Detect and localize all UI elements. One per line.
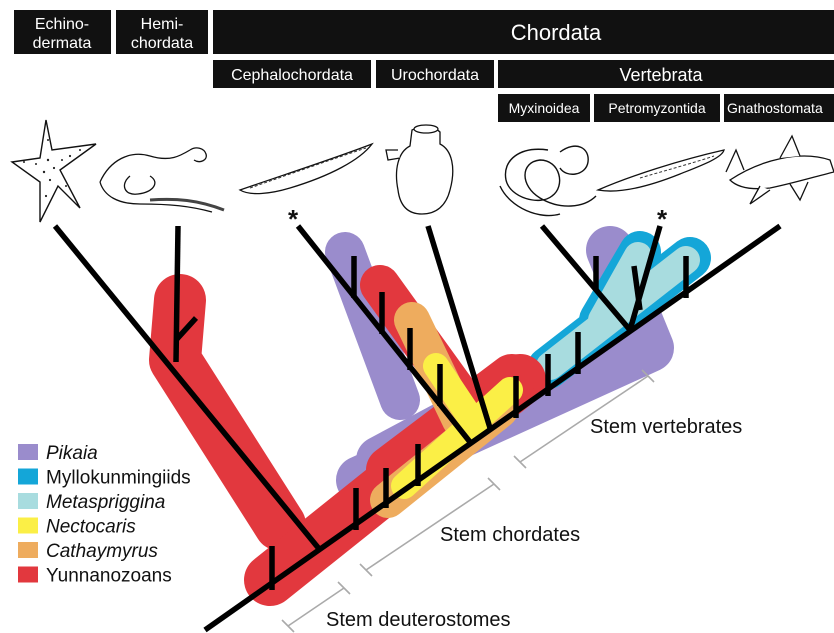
shark-icon xyxy=(726,136,834,204)
acorn-worm-icon xyxy=(100,148,224,212)
band-yunnanozoans-left xyxy=(175,300,280,525)
header-myxinoidea: Myxinoidea xyxy=(509,100,580,116)
legend-label: Yunnanozoans xyxy=(46,566,172,587)
header-echinodermata-line1: Echino- xyxy=(35,16,89,33)
legend-label: Metaspriggina xyxy=(46,492,165,513)
legend-swatch xyxy=(18,542,38,558)
header-petromyzontida: Petromyzontida xyxy=(608,100,705,116)
clade-bands xyxy=(175,250,690,580)
legend: PikaiaMyllokunmingiidsMetasprigginaNecto… xyxy=(18,443,191,587)
header-hemichordata-line1: Hemi- xyxy=(141,16,184,33)
legend-label: Pikaia xyxy=(46,443,98,464)
legend-swatch xyxy=(18,469,38,485)
legend-swatch xyxy=(18,493,38,509)
legend-swatch xyxy=(18,567,38,583)
legend-label: Nectocaris xyxy=(46,517,136,538)
header-echinodermata-line2: dermata xyxy=(33,35,92,52)
header-chordata: Chordata xyxy=(511,20,602,45)
asterisk-cephalochordate: * xyxy=(288,204,299,234)
tunicate-icon xyxy=(386,125,453,214)
legend-label: Cathaymyrus xyxy=(46,541,158,562)
asterisk-lamprey: * xyxy=(657,204,668,234)
legend-swatch xyxy=(18,518,38,534)
header-vertebrata: Vertebrata xyxy=(619,65,703,85)
starfish-icon xyxy=(12,120,96,222)
hagfish-icon xyxy=(500,146,596,215)
legend-label: Myllokunmingiids xyxy=(46,468,191,489)
tree-hemichordate-branch xyxy=(176,226,178,362)
lamprey-icon xyxy=(598,150,724,191)
legend-swatch xyxy=(18,444,38,460)
label-stem-vertebrates: Stem vertebrates xyxy=(590,416,742,438)
label-stem-deuterostomes: Stem deuterostomes xyxy=(326,609,511,631)
header-hemichordata-line2: chordata xyxy=(131,35,193,52)
lancelet-icon xyxy=(240,144,372,194)
header-urochordata: Urochordata xyxy=(391,67,479,84)
label-stem-chordates: Stem chordates xyxy=(440,524,580,546)
header-cephalochordata: Cephalochordata xyxy=(231,67,353,84)
header-gnathostomata: Gnathostomata xyxy=(727,100,823,116)
